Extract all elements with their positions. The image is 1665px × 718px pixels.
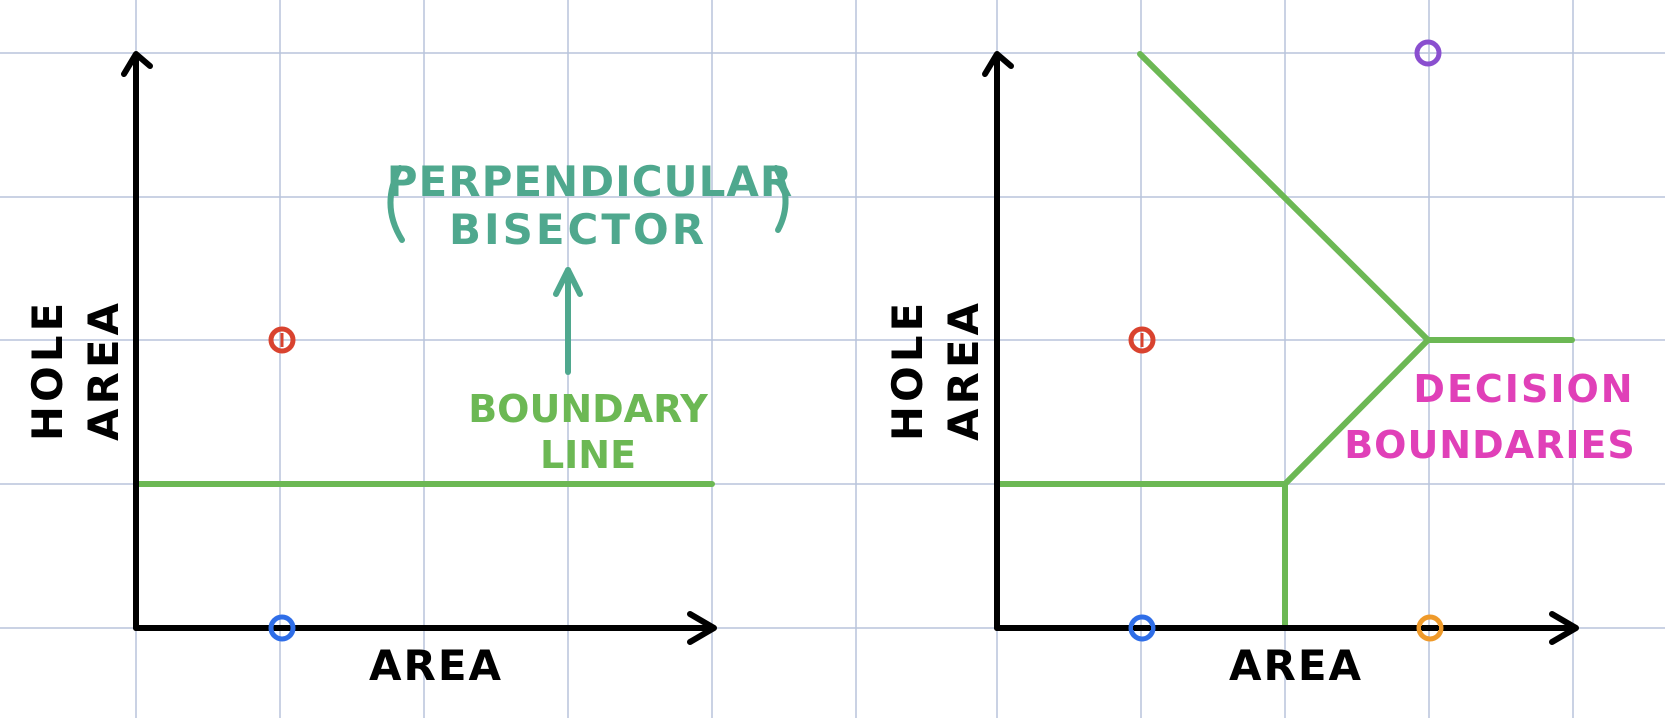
- right-red-point: [1128, 326, 1156, 354]
- right-boundary-diagonal-upper: [1137, 51, 1431, 343]
- right-y-axis-arrowhead: [982, 51, 1014, 77]
- boundary-label-line1: BOUNDARY: [468, 387, 708, 431]
- right-purple-point: [1414, 39, 1442, 67]
- left-red-point: [268, 326, 296, 354]
- right-y-axis-label-line2: AREA: [939, 299, 988, 441]
- left-y-axis-label-line2: AREA: [79, 299, 128, 441]
- right-blue-point: [1128, 614, 1156, 642]
- right-x-axis-arrowhead: [1549, 611, 1579, 645]
- boundary-label-line2: LINE: [540, 433, 636, 477]
- left-y-axis-arrowhead: [121, 51, 153, 77]
- left-blue-point: [268, 614, 296, 642]
- bisector-label-line1: PERPENDICULAR: [387, 157, 793, 206]
- right-orange-point: [1416, 614, 1444, 642]
- left-x-axis-label: AREA: [369, 641, 503, 690]
- decision-label-line2: BOUNDARIES: [1344, 423, 1636, 467]
- bisector-arrow-head: [553, 267, 583, 297]
- decision-label-line1: DECISION: [1413, 367, 1634, 411]
- left-y-axis-label-line1: HOLE: [23, 299, 72, 441]
- left-x-axis-arrowhead: [687, 611, 717, 645]
- left-panel: PERPENDICULAR BISECTOR BOUNDARY LINE ARE…: [23, 51, 793, 690]
- right-x-axis-label: AREA: [1229, 641, 1363, 690]
- bisector-right-paren: [773, 165, 789, 233]
- right-y-axis-label-line1: HOLE: [883, 299, 932, 441]
- right-boundary-diagonal-lower: [1282, 337, 1431, 487]
- bisector-left-paren: [387, 165, 405, 243]
- bisector-label-line2: BISECTOR: [449, 205, 707, 254]
- right-panel: DECISION BOUNDARIES AREA HOLE AREA: [883, 39, 1636, 690]
